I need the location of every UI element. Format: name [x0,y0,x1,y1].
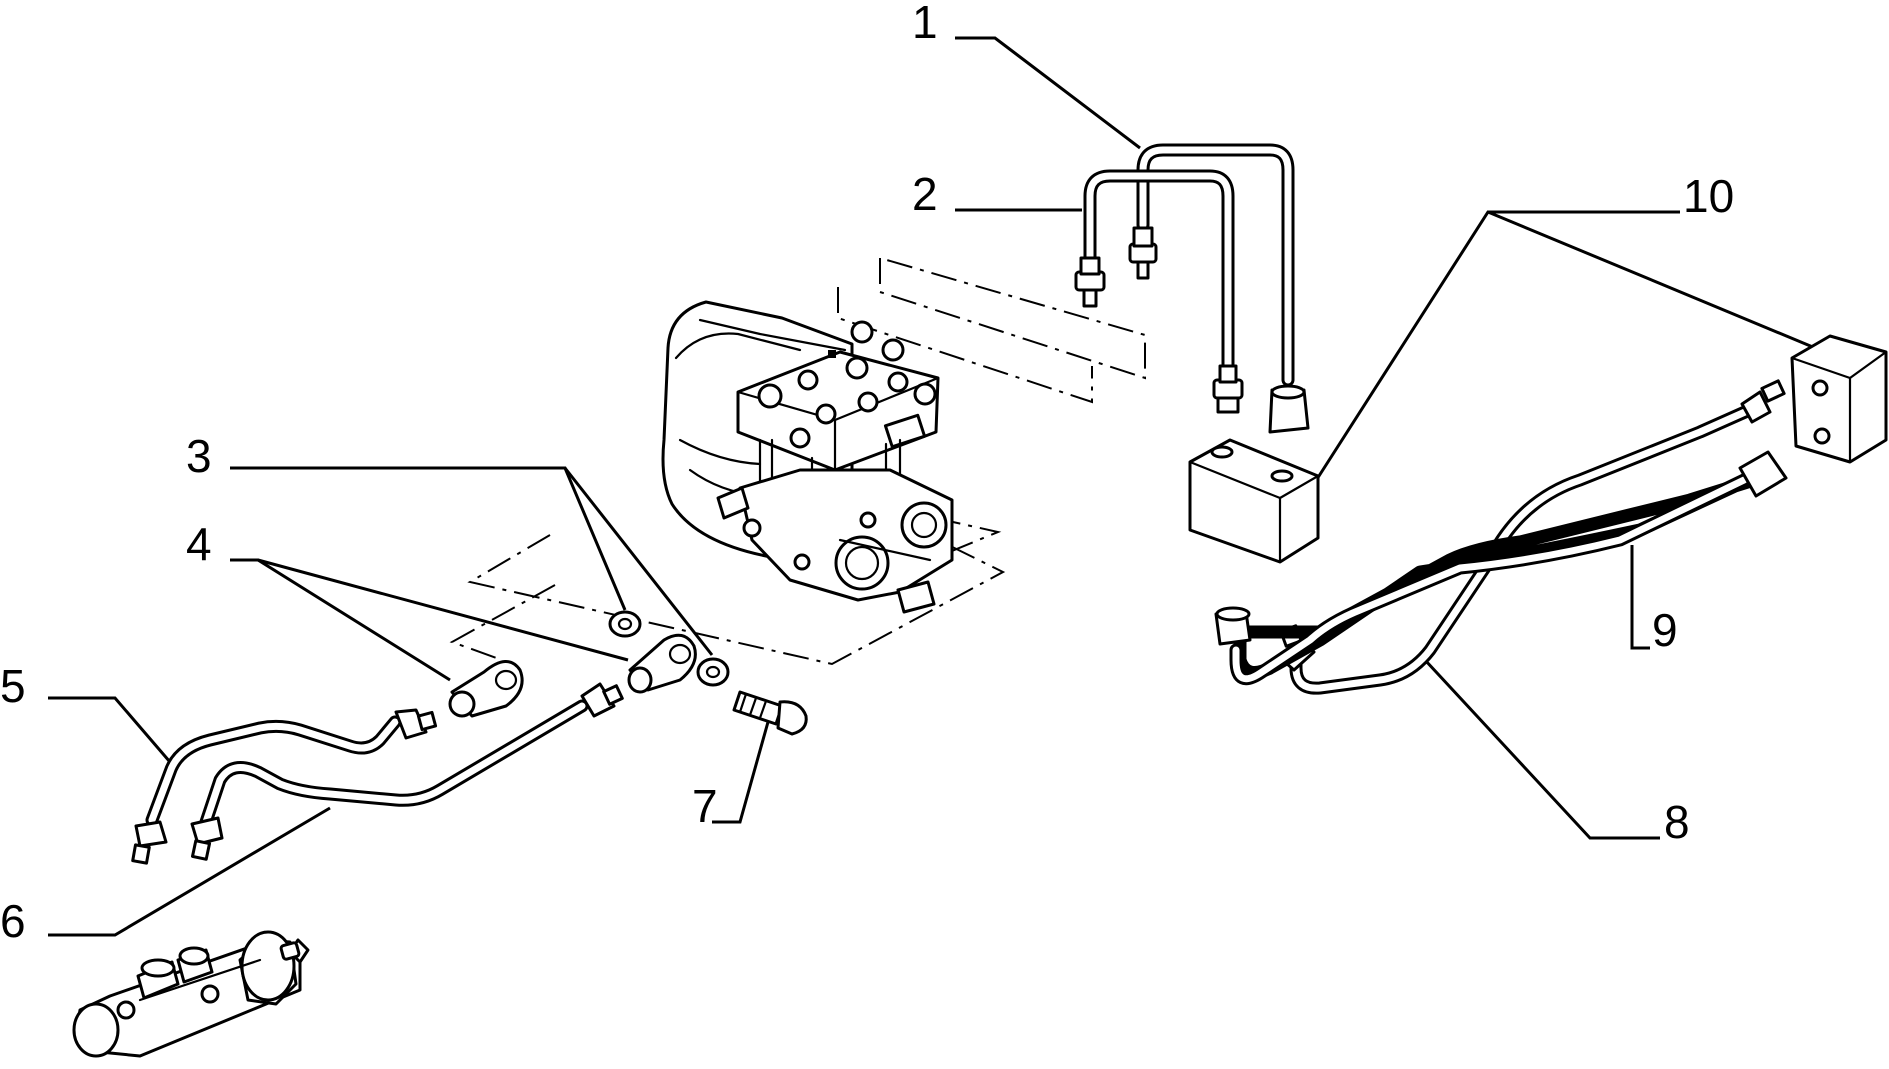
washer-3-upper [608,610,642,638]
brake-pipe-5 [131,708,438,865]
callout-10-label: 10 [1683,170,1734,222]
washer-3-lower [696,657,730,687]
leader-3b [563,467,714,656]
leader-1 [955,36,1141,150]
callout-8-label: 8 [1664,796,1690,848]
brake-master-cylinder [72,930,310,1058]
banjo-union-4-right [627,633,697,694]
callout-2-label: 2 [912,168,938,220]
leader-10a [1308,210,1680,491]
abs-modulator-unit [661,300,954,614]
brake-pipe-6 [190,682,624,861]
leader-4b [257,558,629,662]
callout-5-label: 5 [0,660,26,712]
banjo-bolt-7 [732,690,808,736]
leader-4a [230,558,451,682]
leader-6 [48,806,331,937]
mounting-block-10-left [1188,438,1320,564]
callout-9-label: 9 [1652,604,1678,656]
callout-3-label: 3 [186,430,212,482]
leader-5 [48,696,172,763]
brake-pipe-1 [1128,143,1310,434]
banjo-union-4-left [448,660,524,718]
leader-3a [230,466,627,611]
leader-8 [1423,658,1660,840]
callout-1-label: 1 [912,0,938,48]
callout-6-label: 6 [0,895,26,947]
callout-4-label: 4 [186,518,212,570]
brake-pipe-2 [1074,169,1244,414]
callout-7-label: 7 [692,780,718,832]
leader-10b [1487,210,1821,352]
leader-7 [712,721,770,824]
leader-lines [48,36,1821,937]
leader-9 [1630,545,1650,650]
brake-pipe-9 [1214,450,1788,686]
mounting-block-10-right [1790,334,1888,464]
